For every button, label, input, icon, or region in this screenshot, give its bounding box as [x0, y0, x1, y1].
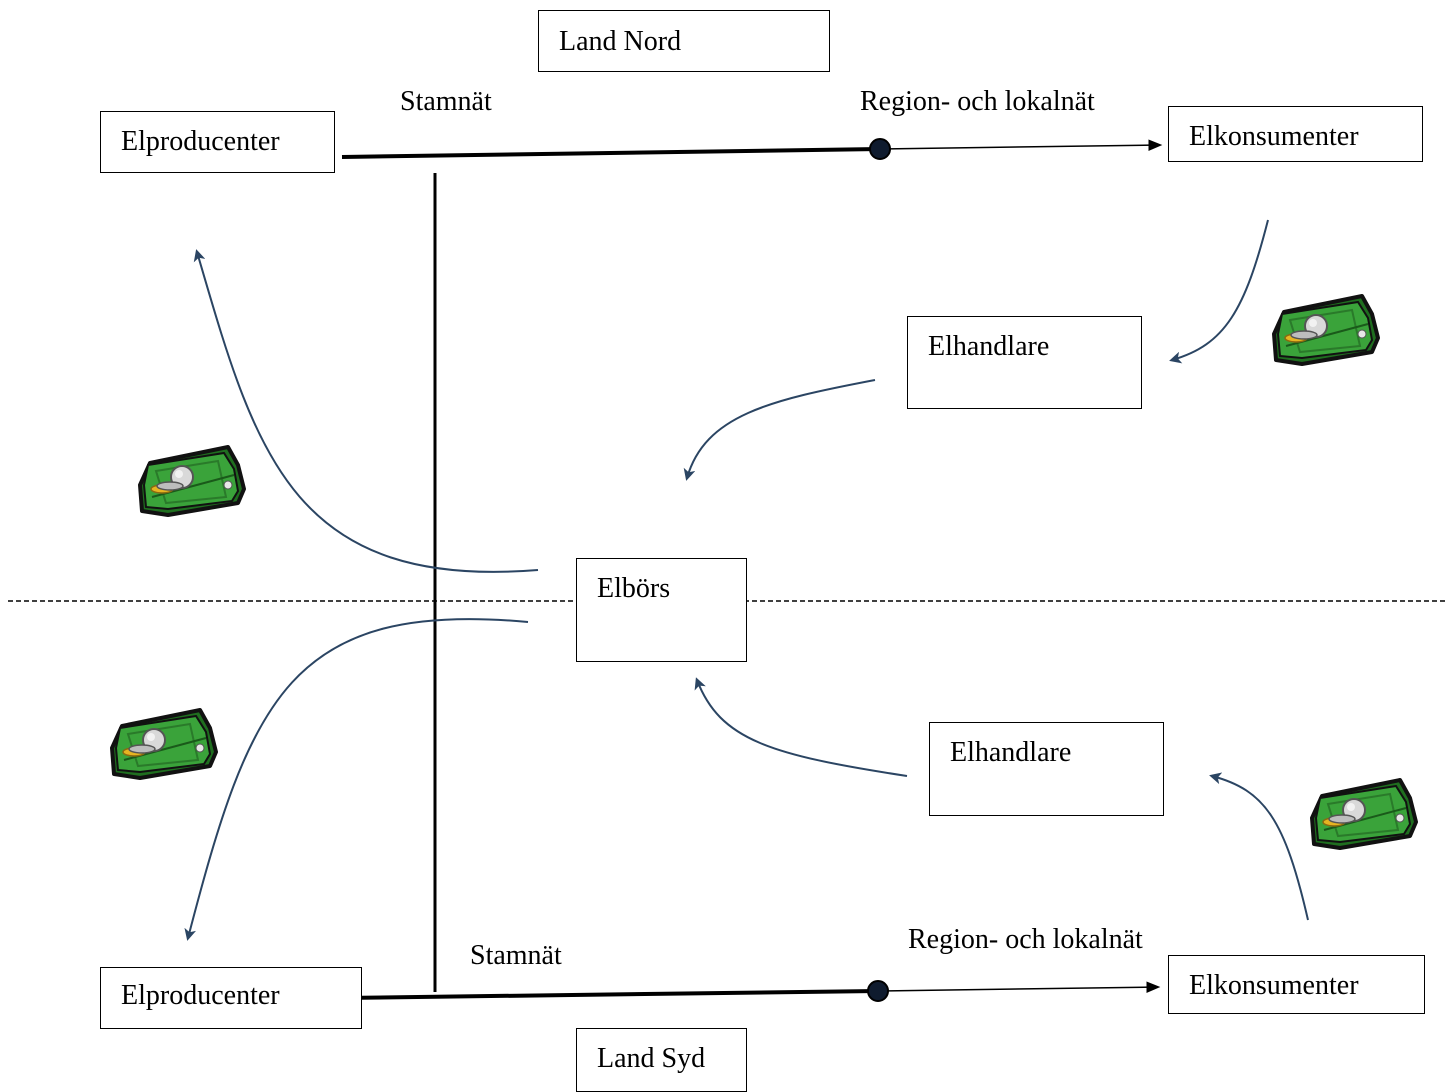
north-distribution-label: Region- och lokalnät	[860, 86, 1095, 117]
north-retailer-label: Elhandlare	[928, 331, 1050, 362]
north-consumers-box: Elkonsumenter	[1168, 106, 1423, 162]
south-consumers-box: Elkonsumenter	[1168, 955, 1425, 1014]
south-grid-node	[867, 980, 889, 1002]
north-distribution-arrow	[879, 139, 1163, 151]
north-transmission-line	[341, 147, 881, 159]
north-retailer-box: Elhandlare	[907, 316, 1142, 409]
south-country-box: Land Syd	[576, 1028, 747, 1092]
north-producers-label: Elproducenter	[121, 126, 280, 157]
south-producers-box: Elproducenter	[100, 967, 362, 1029]
south-retailer-label: Elhandlare	[950, 737, 1072, 768]
north-country-box: Land Nord	[538, 10, 830, 72]
south-distribution-label: Region- och lokalnät	[908, 924, 1143, 955]
flow-arrow-retailer-to-exchange-north	[683, 379, 876, 481]
money-icon	[1310, 778, 1418, 850]
north-producers-box: Elproducenter	[100, 111, 335, 173]
flow-arrow-consumer-to-retailer-south	[1209, 772, 1309, 921]
flow-arrow-retailer-to-exchange-south	[694, 677, 908, 777]
north-country-label: Land Nord	[559, 26, 682, 57]
flow-arrow-exchange-to-producer-north	[193, 249, 539, 573]
south-transmission-line	[339, 989, 879, 1000]
north-transmission-label: Stamnät	[400, 86, 492, 117]
south-transmission-label: Stamnät	[470, 940, 562, 971]
north-consumers-label: Elkonsumenter	[1189, 121, 1359, 152]
money-icon	[138, 445, 246, 517]
south-country-label: Land Syd	[597, 1043, 706, 1074]
south-producers-label: Elproducenter	[121, 980, 280, 1011]
money-icon	[1272, 294, 1380, 366]
north-grid-node	[869, 138, 891, 160]
money-icon	[110, 708, 218, 780]
south-distribution-arrow	[877, 981, 1161, 993]
flow-arrow-exchange-to-producer-south	[184, 618, 529, 941]
flow-arrow-consumer-to-retailer-north	[1169, 219, 1269, 364]
south-consumers-label: Elkonsumenter	[1189, 970, 1359, 1001]
exchange-box: Elbörs	[576, 558, 747, 662]
south-retailer-box: Elhandlare	[929, 722, 1164, 816]
exchange-label: Elbörs	[597, 573, 671, 604]
